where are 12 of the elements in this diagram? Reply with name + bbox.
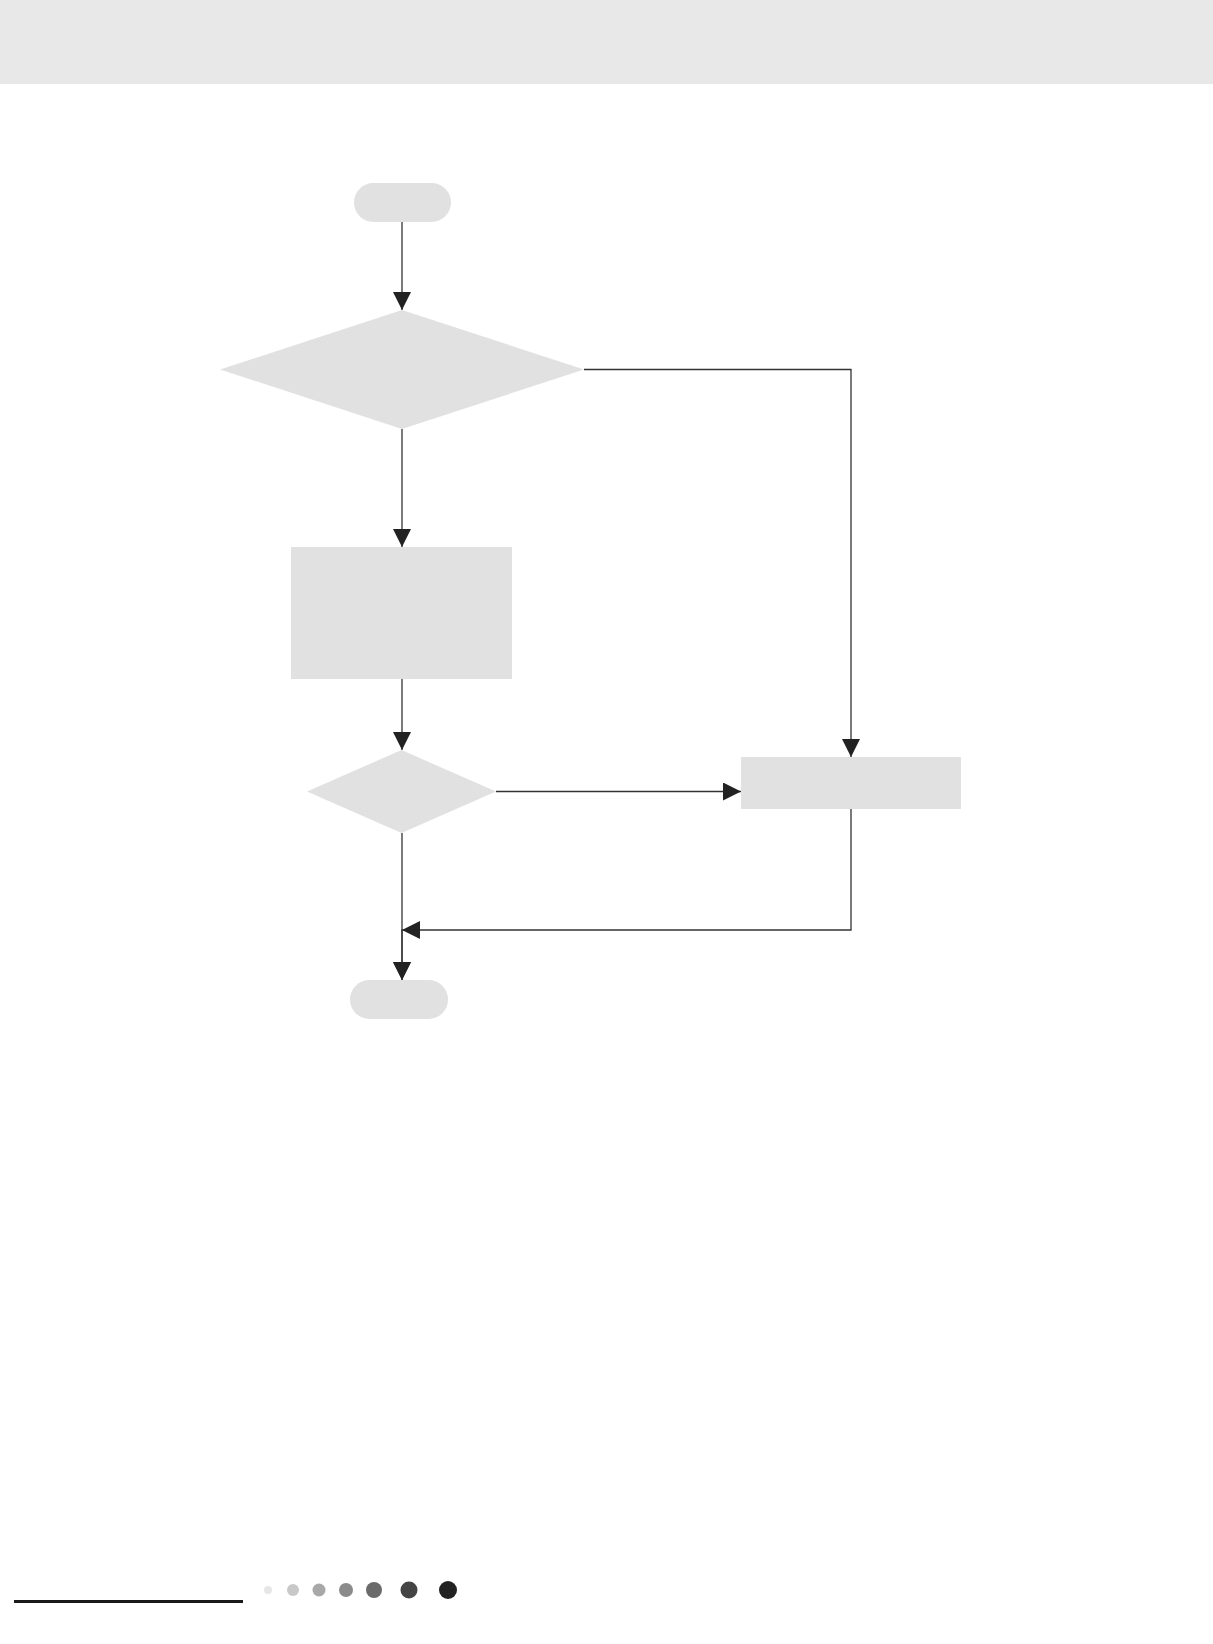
process-box <box>291 547 512 679</box>
terminator-pill <box>350 980 448 1019</box>
arrow <box>583 368 860 758</box>
decision-diamond <box>307 750 496 833</box>
arrow <box>393 428 411 548</box>
decision-diamond <box>220 310 584 429</box>
terminator-pill <box>354 183 451 222</box>
arrow <box>393 678 411 751</box>
arrow <box>393 221 411 311</box>
process-box <box>741 757 961 809</box>
arrow <box>393 808 852 981</box>
arrow <box>495 782 742 801</box>
